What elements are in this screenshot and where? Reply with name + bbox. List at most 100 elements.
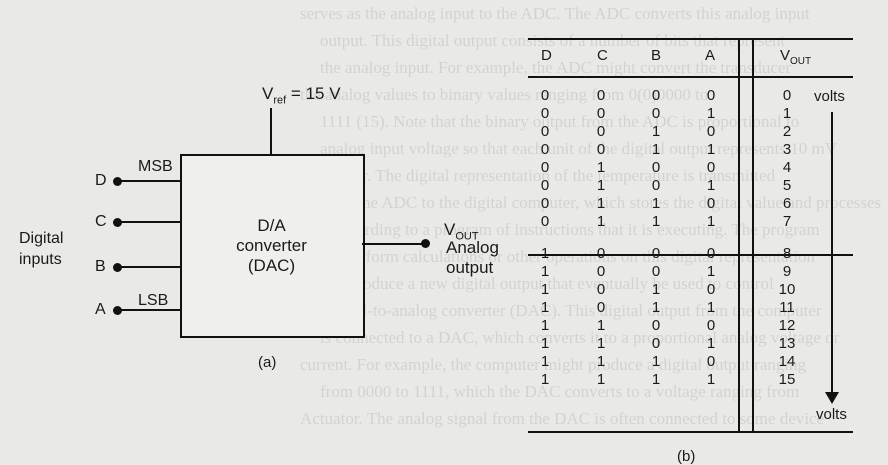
cell-b: 1 xyxy=(651,353,661,370)
cell-d: 1 xyxy=(540,281,550,298)
vref-wire xyxy=(270,108,272,155)
cell-b: 0 xyxy=(651,159,661,176)
cell-a: 0 xyxy=(706,281,716,298)
cell-b: 0 xyxy=(651,87,661,104)
table-divider-left xyxy=(738,38,740,433)
volts-top-label: volts xyxy=(814,88,845,105)
row-group-gap xyxy=(697,231,725,245)
cell-vout: 12 xyxy=(778,317,796,334)
cell-vout: 3 xyxy=(782,141,792,158)
lsb-label: LSB xyxy=(138,292,169,309)
cell-vout: 13 xyxy=(778,335,796,352)
cell-c: 0 xyxy=(596,105,606,122)
output-wire xyxy=(362,243,424,245)
cell-d: 1 xyxy=(540,371,550,388)
cell-c: 1 xyxy=(596,177,606,194)
table-mid-rule xyxy=(528,254,853,256)
cell-vout: 4 xyxy=(782,159,792,176)
cell-b: 1 xyxy=(651,213,661,230)
cell-c: 1 xyxy=(596,195,606,212)
cell-d: 0 xyxy=(540,213,550,230)
background-text-line: analog input voltage so that each unit o… xyxy=(320,139,837,158)
output-terminal xyxy=(421,239,430,248)
cell-a: 1 xyxy=(706,105,716,122)
cell-a: 0 xyxy=(706,195,716,212)
volts-arrow-shaft xyxy=(831,112,833,394)
cell-b: 1 xyxy=(651,123,661,140)
cell-b: 1 xyxy=(651,371,661,388)
cell-a: 1 xyxy=(706,263,716,280)
cell-a: 1 xyxy=(706,371,716,388)
dac-box xyxy=(180,154,365,338)
cell-a: 0 xyxy=(706,87,716,104)
cell-c: 0 xyxy=(596,123,606,140)
cell-a: 0 xyxy=(706,159,716,176)
cell-b: 0 xyxy=(651,245,661,262)
cell-vout: 5 xyxy=(782,177,792,194)
cell-a: 1 xyxy=(706,141,716,158)
cell-c: 1 xyxy=(596,159,606,176)
background-text-line: the analog values to binary values rangi… xyxy=(300,85,709,104)
row-group-gap xyxy=(587,231,615,245)
cell-b: 0 xyxy=(651,335,661,352)
cell-vout: 15 xyxy=(778,371,796,388)
table-divider-right xyxy=(752,38,754,433)
cell-d: 1 xyxy=(540,317,550,334)
vref-label: Vref = 15 V xyxy=(262,84,341,107)
cell-a: 1 xyxy=(706,177,716,194)
background-text-line: from 0000 to 1111, which the DAC convert… xyxy=(320,382,800,401)
cell-a: 0 xyxy=(706,317,716,334)
cell-c: 1 xyxy=(596,317,606,334)
background-text-line: Computer. The digital representation of … xyxy=(300,166,776,185)
caption-b: (b) xyxy=(677,448,696,465)
cell-c: 0 xyxy=(596,299,606,316)
cell-a: 0 xyxy=(706,123,716,140)
header-b: B xyxy=(651,47,662,64)
cell-vout: 6 xyxy=(782,195,792,212)
cell-vout: 7 xyxy=(782,213,792,230)
input-b-label: B xyxy=(95,258,106,275)
header-vout: VOUT xyxy=(780,47,812,67)
background-text-line: current. For example, the computer might… xyxy=(300,355,807,374)
cell-d: 0 xyxy=(540,177,550,194)
cell-vout: 11 xyxy=(779,299,795,316)
vout-label: VOUT xyxy=(444,220,479,243)
cell-c: 0 xyxy=(596,87,606,104)
cell-vout: 14 xyxy=(778,353,796,370)
background-text-line: Actuator. The analog signal from the DAC… xyxy=(300,409,825,428)
table-top-rule xyxy=(528,38,853,40)
cell-c: 0 xyxy=(596,141,606,158)
header-d: D xyxy=(541,47,552,64)
msb-label: MSB xyxy=(138,158,173,175)
cell-c: 0 xyxy=(596,281,606,298)
cell-b: 0 xyxy=(651,263,661,280)
volts-arrow-head xyxy=(825,392,839,404)
table-bottom-rule xyxy=(528,431,853,433)
input-a-label: A xyxy=(95,301,106,318)
background-text-line: and produce a new digital output that ev… xyxy=(320,274,774,293)
input-b-wire xyxy=(117,266,182,268)
cell-vout: 8 xyxy=(782,245,792,262)
dac-box-label: D/A converter (DAC) xyxy=(236,216,307,275)
cell-c: 1 xyxy=(596,213,606,230)
input-d-wire xyxy=(117,180,182,182)
input-d-label: D xyxy=(95,172,107,189)
cell-c: 0 xyxy=(596,263,606,280)
cell-d: 0 xyxy=(540,87,550,104)
cell-a: 0 xyxy=(706,245,716,262)
cell-a: 1 xyxy=(706,335,716,352)
cell-b: 0 xyxy=(651,105,661,122)
background-text-line: from the ADC to the digital computer, wh… xyxy=(320,193,882,212)
cell-c: 1 xyxy=(596,353,606,370)
cell-b: 0 xyxy=(651,177,661,194)
cell-a: 1 xyxy=(706,213,716,230)
background-text-line: output. This digital output consists of … xyxy=(320,31,786,50)
row-group-gap xyxy=(642,231,670,245)
cell-d: 1 xyxy=(540,353,550,370)
cell-a: 1 xyxy=(706,299,716,316)
